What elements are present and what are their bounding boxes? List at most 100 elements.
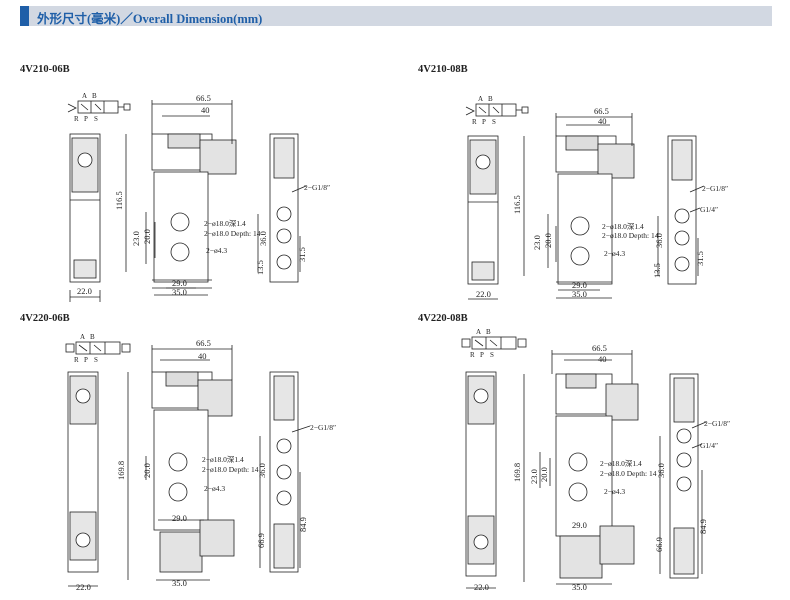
svg-text:B: B — [488, 95, 493, 103]
svg-text:13.5: 13.5 — [652, 263, 662, 278]
svg-text:2−ø18.0深1.4: 2−ø18.0深1.4 — [600, 459, 642, 468]
front-view — [69, 133, 101, 302]
svg-text:66.5: 66.5 — [594, 106, 609, 116]
svg-text:35.0: 35.0 — [572, 582, 587, 592]
svg-text:R: R — [472, 118, 477, 126]
dim-side-13: 13.5 — [255, 260, 265, 275]
svg-text:36.0: 36.0 — [654, 233, 664, 248]
dim-left-width: 22.0 — [77, 286, 92, 296]
side-view — [257, 133, 307, 283]
dim-20: 20.0 — [142, 229, 152, 244]
main-view — [523, 350, 639, 585]
svg-text:169.8: 169.8 — [116, 461, 126, 480]
svg-text:2−ø4.3: 2−ø4.3 — [604, 249, 625, 258]
note-small-hole: 2−ø4.3 — [206, 246, 227, 255]
svg-text:169.8: 169.8 — [512, 463, 522, 482]
dim-23: 23.0 — [131, 231, 141, 246]
header-accent-bar — [20, 6, 29, 26]
svg-text:23.0: 23.0 — [529, 469, 539, 484]
svg-text:S: S — [94, 115, 98, 123]
svg-text:22.0: 22.0 — [476, 289, 491, 299]
notes-3: 2−ø18.0深1.4 2−ø18.0 Depth: 14 2−ø4.3 2−G… — [202, 423, 336, 493]
section-title: 外形尺寸(毫米)／Overall Dimension(mm) — [37, 12, 263, 26]
note-mount-hole-depth: 2−ø18.0 Depth: 14 — [204, 229, 261, 238]
svg-text:2−G1/8″: 2−G1/8″ — [702, 184, 728, 193]
svg-text:G1/4″: G1/4″ — [700, 441, 718, 450]
valve-symbol-icon — [67, 100, 131, 114]
svg-text:P: P — [84, 115, 88, 123]
side-view — [259, 371, 311, 573]
svg-text:P: P — [480, 351, 484, 359]
dim-height: 116.5 — [114, 191, 124, 210]
svg-text:P: P — [482, 118, 486, 126]
svg-text:35.0: 35.0 — [572, 289, 587, 299]
svg-text:2−ø18.0 Depth: 14: 2−ø18.0 Depth: 14 — [202, 465, 259, 474]
front-view — [467, 135, 499, 300]
svg-text:2−ø18.0深1.4: 2−ø18.0深1.4 — [602, 222, 644, 231]
svg-text:S: S — [490, 351, 494, 359]
side-view — [657, 135, 705, 285]
front-view — [67, 371, 99, 587]
svg-text:B: B — [90, 333, 95, 341]
valve-symbol-icon — [465, 103, 529, 117]
svg-text:84.9: 84.9 — [698, 519, 708, 534]
dim-total-width: 66.5 — [196, 93, 211, 103]
svg-text:20.0: 20.0 — [142, 463, 152, 478]
model-label-4v220-06b: 4V220-06B — [20, 313, 70, 324]
svg-text:A: A — [80, 333, 85, 341]
svg-text:66.5: 66.5 — [592, 343, 607, 353]
svg-text:P: P — [84, 356, 88, 364]
svg-text:22.0: 22.0 — [474, 582, 489, 592]
svg-text:29.0: 29.0 — [172, 513, 187, 523]
svg-text:2−ø18.0 Depth: 14: 2−ø18.0 Depth: 14 — [600, 469, 657, 478]
svg-text:23.0: 23.0 — [532, 235, 542, 250]
dim-mid-width: 29.0 — [172, 278, 187, 288]
svg-text:36.0: 36.0 — [257, 463, 267, 478]
svg-text:A: A — [476, 328, 481, 336]
notes-4: 2−ø18.0深1.4 2−ø18.0 Depth: 14 2−ø4.3 2−G… — [600, 419, 730, 496]
svg-text:2−ø4.3: 2−ø4.3 — [204, 484, 225, 493]
svg-text:R: R — [470, 351, 475, 359]
dimension-labels-4: 66.5 40 169.8 23.0 20.0 22.0 29.0 35.0 3… — [474, 343, 708, 592]
svg-text:40: 40 — [598, 116, 607, 126]
main-view — [523, 113, 635, 299]
svg-text:116.5: 116.5 — [512, 195, 522, 214]
svg-text:29.0: 29.0 — [572, 520, 587, 530]
svg-text:R: R — [74, 115, 79, 123]
svg-text:B: B — [92, 92, 97, 100]
side-view — [659, 373, 707, 579]
svg-text:40: 40 — [598, 354, 607, 364]
svg-text:2−G1/8″: 2−G1/8″ — [704, 419, 730, 428]
svg-text:2−ø18.0 Depth: 14: 2−ø18.0 Depth: 14 — [602, 231, 659, 240]
dimension-labels-3: 66.5 40 169.8 20.0 22.0 29.0 35.0 36.0 8… — [76, 338, 308, 592]
svg-text:66.5: 66.5 — [196, 338, 211, 348]
svg-text:66.9: 66.9 — [654, 537, 664, 552]
valve-symbol-icon — [65, 341, 131, 355]
dim-bottom-width: 35.0 — [172, 287, 187, 297]
svg-text:2−ø18.0深1.4: 2−ø18.0深1.4 — [202, 455, 244, 464]
svg-text:S: S — [94, 356, 98, 364]
model-label-4v220-08b: 4V220-08B — [418, 313, 468, 324]
svg-text:35.0: 35.0 — [172, 578, 187, 588]
svg-text:36.0: 36.0 — [656, 463, 666, 478]
model-label-4v210-08b: 4V210-08B — [418, 64, 468, 75]
svg-text:20.0: 20.0 — [543, 233, 553, 248]
svg-text:31.5: 31.5 — [695, 251, 705, 266]
svg-text:S: S — [492, 118, 496, 126]
svg-text:40: 40 — [198, 351, 207, 361]
valve-symbol-icon — [461, 336, 527, 350]
note-port-thread: 2−G1/8″ — [304, 183, 330, 192]
svg-text:22.0: 22.0 — [76, 582, 91, 592]
svg-text:29.0: 29.0 — [572, 280, 587, 290]
svg-text:A: A — [82, 92, 87, 100]
notes-2: 2−ø18.0深1.4 2−ø18.0 Depth: 14 2−ø4.3 2−G… — [602, 184, 728, 258]
svg-text:A: A — [478, 95, 483, 103]
front-view — [465, 371, 497, 589]
